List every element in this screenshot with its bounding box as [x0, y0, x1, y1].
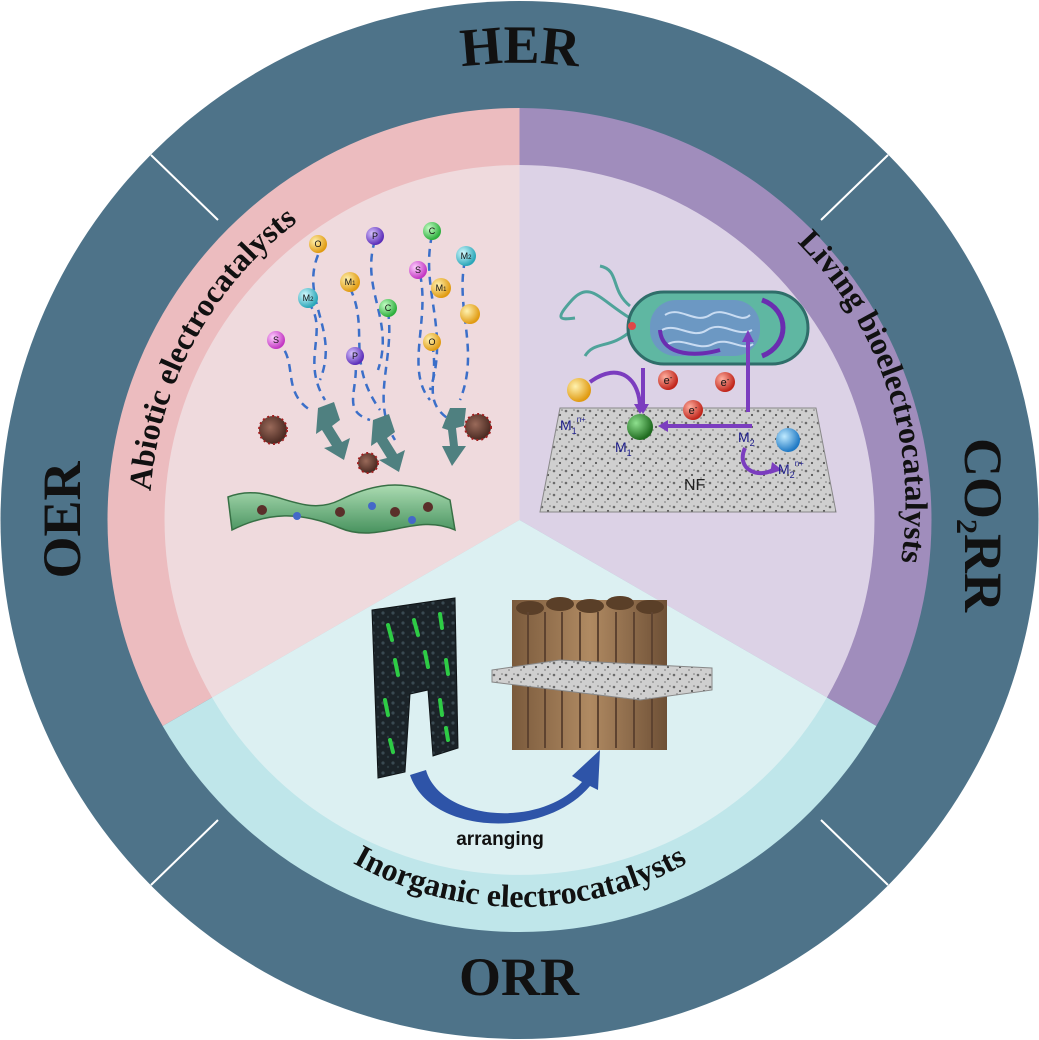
downward-arrows [316, 402, 466, 472]
svg-text:P: P [352, 351, 358, 361]
nf-substrate: NF [539, 407, 837, 513]
arranging-arrow [410, 750, 600, 824]
svg-text:NF: NF [684, 477, 706, 494]
m1-ball [627, 414, 653, 440]
svg-text:M2: M2 [461, 251, 473, 261]
graphene-sheet [227, 484, 456, 534]
atom-s-top: S [409, 261, 427, 279]
m1-label: M1 [615, 439, 632, 458]
svg-text:S: S [415, 265, 421, 275]
m2-atom-right [460, 304, 480, 324]
m2-ball [776, 428, 800, 452]
svg-text:C: C [429, 226, 436, 236]
electron-3: e- [683, 400, 703, 420]
atom-m2-top: M2 [456, 246, 476, 266]
abiotic-sector-inner [164, 165, 520, 698]
svg-text:M1: M1 [345, 277, 357, 287]
atom-o-mid: O [423, 333, 441, 351]
ring-divider-bottom-left [150, 819, 219, 886]
svg-text:e-: e- [664, 373, 673, 387]
m2-label: M2 [738, 429, 755, 448]
ring-divider-top-left [150, 154, 219, 221]
svg-text:e-: e- [689, 403, 698, 417]
m2-ion-label: M2n+ [778, 459, 804, 480]
atom-p-mid: P [346, 347, 364, 365]
svg-text:S: S [273, 335, 279, 345]
her-label: HER [457, 15, 583, 79]
nanoparticles [258, 413, 492, 474]
svg-text:P: P [372, 231, 378, 241]
svg-text:C: C [385, 303, 392, 313]
atom-c-top: C [423, 222, 441, 240]
atom-p-top: P [366, 227, 384, 245]
m1-ion-ball [567, 378, 591, 402]
atom-s-left: S [267, 331, 285, 349]
oer-label: OER [32, 460, 92, 578]
atom-m1-right: M1 [431, 278, 451, 298]
atom-m1-mid: M1 [340, 272, 360, 292]
svg-text:e-: e- [721, 375, 730, 389]
abiotic-illustration: O P C M2 M1 S M1 M2 C S P O [227, 222, 492, 534]
svg-text:M2: M2 [303, 293, 315, 303]
electron-1: e- [658, 370, 678, 390]
atom-o-top: O [309, 235, 327, 253]
svg-text:O: O [314, 239, 321, 249]
svg-text:O: O [428, 337, 435, 347]
bacterium [626, 290, 810, 366]
orr-label: ORR [459, 947, 580, 1007]
tube-array [491, 596, 713, 750]
atom-c-mid: C [379, 299, 397, 317]
svg-text:CO2RR: CO2RR [950, 438, 1013, 613]
m1-ion-label: M1n+ [560, 415, 586, 436]
living-illustration: NF e- e- e- M1n+ M1 M2 M2n+ [539, 264, 837, 513]
ring-divider-top-right [820, 154, 889, 221]
foam-block [371, 597, 459, 779]
svg-text:M1: M1 [436, 283, 448, 293]
arranging-label: arranging [456, 829, 544, 850]
atom-m2-left: M2 [298, 288, 318, 308]
inorganic-illustration: arranging [371, 596, 713, 850]
ring-divider-bottom-right [820, 819, 889, 886]
co2rr-label: CO2RR [950, 438, 1013, 613]
electron-2: e- [715, 372, 735, 392]
